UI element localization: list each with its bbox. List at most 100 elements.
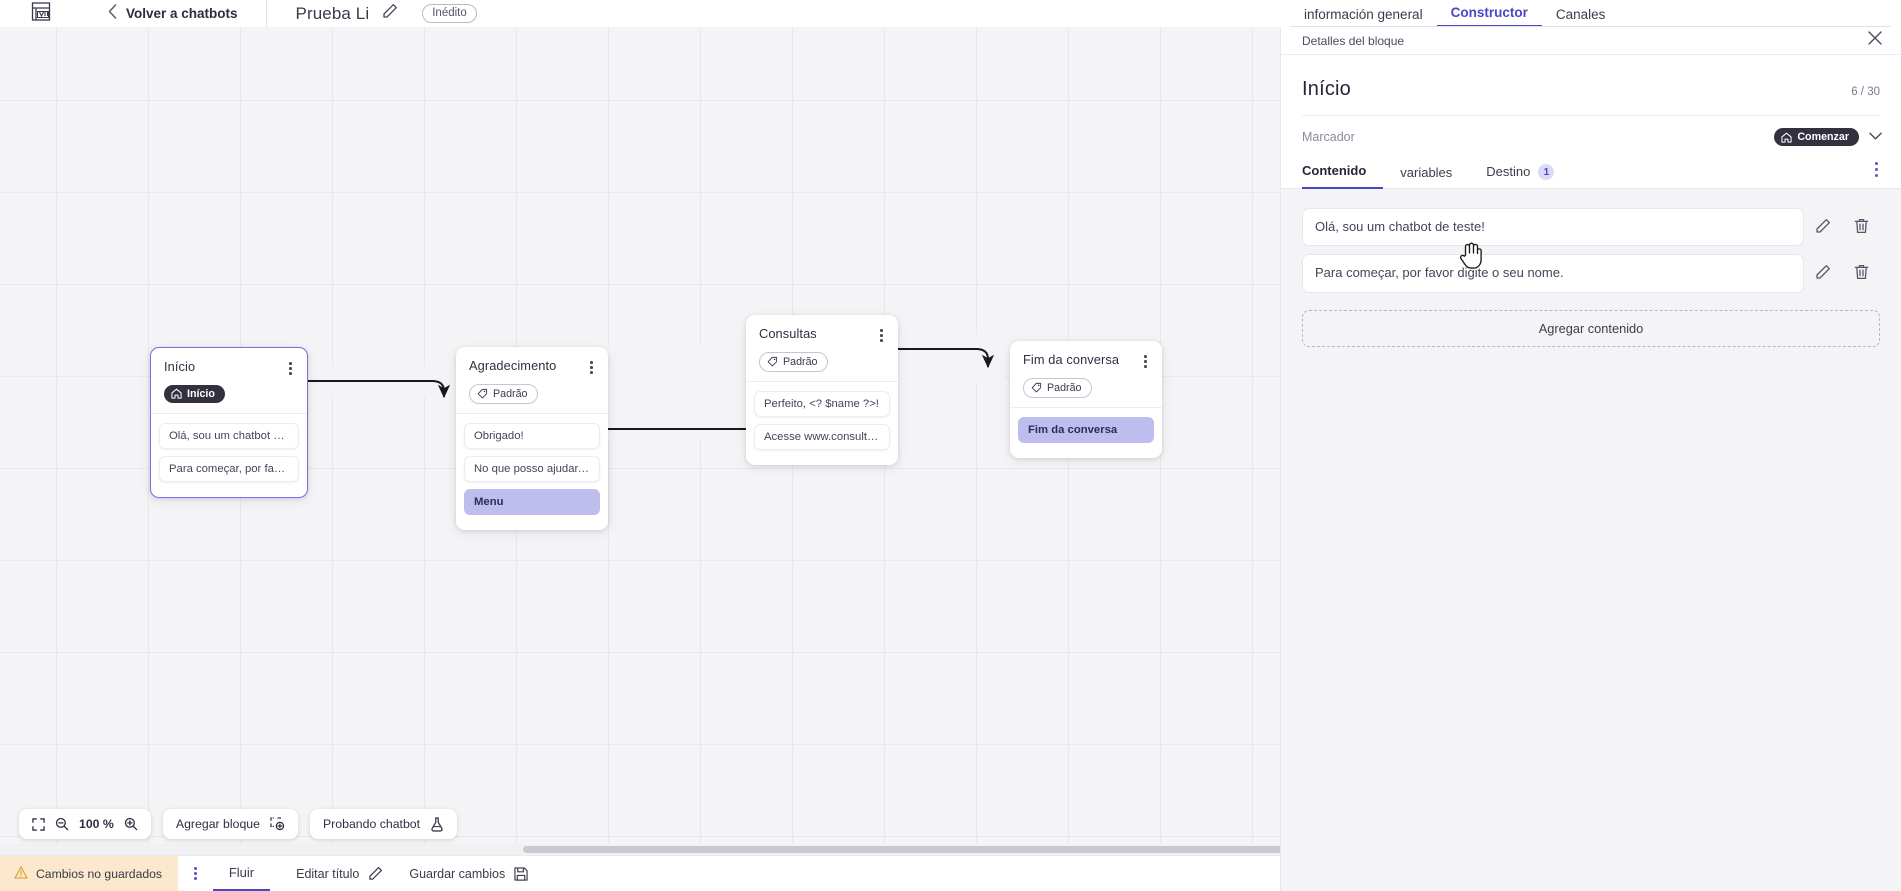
zoom-level: 100 %: [79, 817, 114, 831]
zoom-in-icon[interactable]: [124, 817, 138, 831]
chevron-down-icon[interactable]: [1869, 128, 1882, 146]
home-icon: [171, 388, 182, 399]
edit-title-label: Editar título: [296, 866, 360, 881]
node-message[interactable]: Olá, sou um chatbot de teste!: [159, 423, 299, 450]
node-tag-label: Padrão: [493, 387, 528, 400]
node-tag-label: Início: [187, 387, 215, 400]
marcador-value-chip[interactable]: Comenzar: [1774, 128, 1859, 146]
panel-header-row: Início 6 / 30: [1281, 55, 1901, 101]
zoom-out-icon[interactable]: [55, 817, 69, 831]
node-header: Início: [151, 348, 307, 378]
node-message[interactable]: No que posso ajudar, <? $name ...: [464, 456, 600, 483]
node-tag-padrao[interactable]: Padrão: [759, 351, 829, 372]
node-header: Fim da conversa: [1010, 341, 1162, 371]
node-tag-row: Padrão: [456, 377, 608, 414]
panel-block-name: Início: [1302, 78, 1352, 100]
tag-icon: [477, 388, 488, 399]
panel-tab-label: variables: [1400, 164, 1453, 180]
kebab-icon[interactable]: [1871, 162, 1882, 188]
node-title: Início: [164, 359, 196, 374]
document-title: Prueba Li: [295, 3, 370, 23]
node-tag-label: Padrão: [783, 355, 818, 368]
block-details-panel: Detalles del bloque Início 6 / 30 Marcad…: [1280, 27, 1901, 891]
trash-icon[interactable]: [1842, 257, 1880, 287]
panel-tab-label: Destino: [1486, 164, 1531, 180]
node-tag-label: Padrão: [1047, 381, 1082, 394]
pencil-icon: [368, 866, 383, 881]
tab-canales[interactable]: Canales: [1555, 6, 1606, 22]
kebab-icon[interactable]: [586, 358, 597, 377]
tab-fluir[interactable]: Fluir: [212, 857, 271, 891]
close-icon[interactable]: [1868, 31, 1882, 50]
node-title: Fim da conversa: [1023, 352, 1120, 367]
tag-icon: [767, 356, 778, 367]
flow-node-inicio[interactable]: Início Início Olá, sou um chatbot de tes…: [150, 347, 308, 499]
node-body: Olá, sou um chatbot de teste! Para começ…: [151, 413, 307, 483]
flow-node-fim-da-conversa[interactable]: Fim da conversa Padrão Fim da conversa: [1010, 341, 1162, 459]
node-tag-row: Padrão: [746, 345, 898, 382]
tab-constructor[interactable]: Constructor: [1436, 5, 1542, 27]
status-badge: Inédito: [422, 4, 477, 23]
save-icon: [514, 866, 528, 881]
add-content-button[interactable]: Agregar contenido: [1302, 309, 1880, 347]
fit-screen-icon[interactable]: [32, 817, 45, 831]
content-item-text[interactable]: Para começar, por favor digite o seu nom…: [1302, 254, 1804, 293]
panel-char-counter: 6 / 30: [1851, 86, 1880, 98]
node-tag-padrao[interactable]: Padrão: [469, 383, 539, 404]
pencil-icon[interactable]: [1804, 211, 1842, 241]
test-chatbot-button[interactable]: Probando chatbot: [309, 809, 458, 839]
flow-node-agradecimento[interactable]: Agradecimento Padrão Obrigado! No que po…: [456, 347, 608, 531]
flow-node-consultas[interactable]: Consultas Padrão Perfeito, <? $name ?>! …: [746, 315, 898, 466]
tabs-underline: [1290, 26, 1891, 27]
canvas-horizontal-scrollbar[interactable]: [0, 844, 1562, 855]
node-message-fim[interactable]: Fim da conversa: [1018, 417, 1154, 444]
home-icon: [1781, 132, 1792, 143]
kebab-icon[interactable]: [876, 326, 887, 345]
node-title: Agradecimento: [469, 358, 557, 373]
add-block-icon: [270, 817, 285, 831]
marcador-value-label: Comenzar: [1797, 131, 1849, 143]
content-item-text[interactable]: Olá, sou um chatbot de teste!: [1302, 207, 1804, 247]
pencil-icon[interactable]: [382, 3, 398, 24]
content-item-row: Olá, sou um chatbot de teste!: [1302, 207, 1880, 247]
trash-icon[interactable]: [1842, 211, 1880, 241]
panel-tabs: Contenido variables Destino 1: [1281, 146, 1901, 189]
node-message[interactable]: Acesse www.consultas.com par...: [754, 424, 890, 451]
add-block-button[interactable]: Agregar bloque: [162, 809, 298, 839]
scrollbar-thumb[interactable]: [523, 846, 1283, 853]
node-tag-padrao[interactable]: Padrão: [1023, 377, 1093, 398]
edit-title-button[interactable]: Editar título: [296, 866, 383, 881]
tag-icon: [1031, 382, 1042, 393]
back-to-chatbots-link[interactable]: Volver a chatbots: [108, 3, 238, 24]
node-body: Fim da conversa: [1010, 407, 1162, 444]
node-tag-row: Início: [151, 378, 307, 414]
node-header: Consultas: [746, 315, 898, 345]
kebab-icon[interactable]: [1140, 352, 1151, 371]
node-message[interactable]: Obrigado!: [464, 423, 600, 450]
node-message[interactable]: Perfeito, <? $name ?>!: [754, 391, 890, 418]
node-message-menu[interactable]: Menu: [464, 489, 600, 516]
panel-divider: [1302, 115, 1880, 116]
tab-informacion-general[interactable]: información general: [1304, 6, 1423, 22]
pencil-icon[interactable]: [1804, 257, 1842, 287]
node-header: Agradecimento: [456, 347, 608, 377]
node-body: Obrigado! No que posso ajudar, <? $name …: [456, 413, 608, 516]
kebab-icon[interactable]: [194, 866, 197, 881]
node-tag-row: Padrão: [1010, 371, 1162, 408]
content-item-row: Para começar, por favor digite o seu nom…: [1302, 254, 1880, 293]
destino-count-badge: 1: [1538, 163, 1555, 180]
panel-topbar: Detalles del bloque: [1281, 27, 1901, 55]
save-changes-label: Guardar cambios: [409, 866, 506, 881]
node-tag-inicio[interactable]: Início: [164, 384, 225, 403]
panel-tab-destino[interactable]: Destino 1: [1469, 163, 1571, 189]
panel-tab-variables[interactable]: variables: [1383, 165, 1469, 189]
back-to-chatbots-label: Volver a chatbots: [126, 6, 238, 21]
zoom-controls: 100 %: [19, 809, 151, 839]
save-changes-button[interactable]: Guardar cambios: [409, 867, 528, 881]
node-body: Perfeito, <? $name ?>! Acesse www.consul…: [746, 381, 898, 451]
flask-icon: [430, 816, 444, 832]
panel-tab-contenido[interactable]: Contenido: [1302, 163, 1384, 189]
app-logo-icon[interactable]: [26, 0, 56, 27]
node-message[interactable]: Para começar, por favor digite o ...: [159, 456, 299, 483]
kebab-icon[interactable]: [285, 359, 296, 378]
